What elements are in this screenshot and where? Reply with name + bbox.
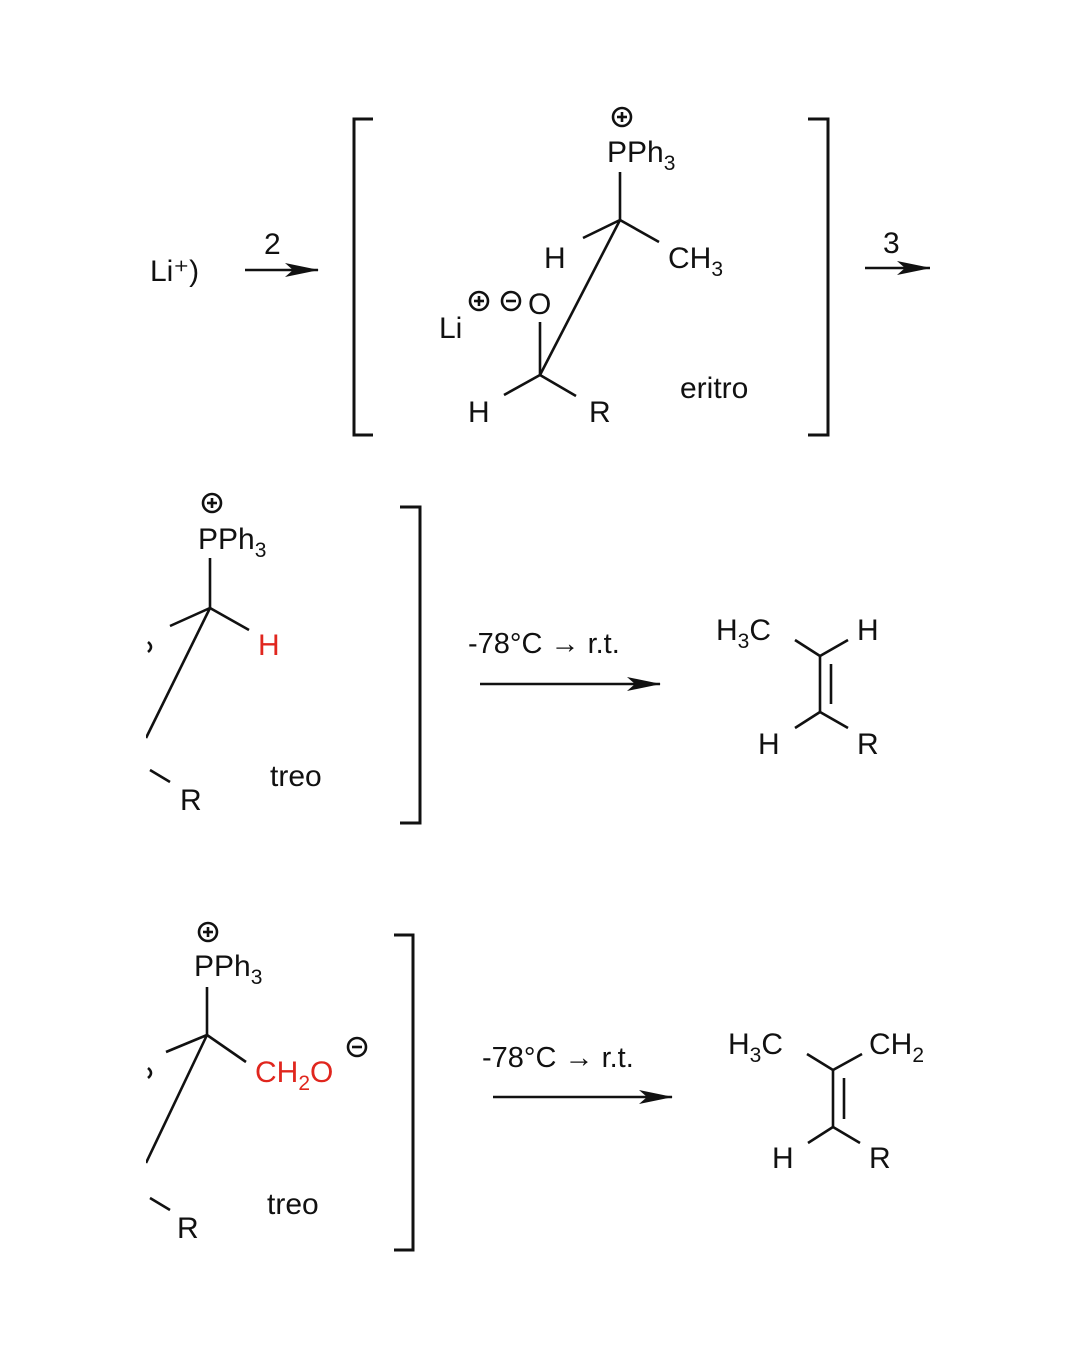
ch2o-label-highlighted: CH2O xyxy=(255,1056,333,1095)
product-alkene: H3C CH2 H R xyxy=(728,1028,924,1175)
reaction-condition: -78°C → r.t. xyxy=(482,1042,634,1074)
middle-panel: PPh3 H R treo -78°C → r.t. H3C H H R xyxy=(146,492,879,825)
pph3-label: PPh3 xyxy=(194,950,262,989)
step-label: 2 xyxy=(264,228,281,261)
hydrogen-label: H xyxy=(544,242,566,275)
r-group-label: R xyxy=(589,396,611,429)
lithium-label: Li xyxy=(439,312,462,345)
r-group-label: R xyxy=(180,784,202,817)
ch3-label: CH3 xyxy=(668,242,723,281)
negative-charge-icon xyxy=(346,1036,368,1058)
bracket-left xyxy=(352,117,373,437)
bracket-right xyxy=(400,505,422,825)
positive-charge-icon xyxy=(611,106,633,128)
r-group-label: R xyxy=(857,728,879,761)
h3c-label: H3C xyxy=(716,614,771,653)
stereo-label-threo: treo xyxy=(267,1188,319,1221)
truncated-label xyxy=(147,1067,153,1079)
r-group-label: R xyxy=(869,1142,891,1175)
r-group-label: R xyxy=(177,1212,199,1245)
hydrogen-label-highlighted: H xyxy=(258,629,280,662)
hydrogen-label: H xyxy=(758,728,780,761)
oxygen-label: O xyxy=(528,288,551,321)
step-label: 3 xyxy=(883,227,900,260)
stereo-label-threo: treo xyxy=(270,760,322,793)
hydrogen-label: H xyxy=(772,1142,794,1175)
truncated-label xyxy=(147,641,153,653)
h3c-label: H3C xyxy=(728,1028,783,1067)
product-alkene: H3C H H R xyxy=(716,614,879,761)
top-panel: Li⁺) 2 PPh3 H CH3 O Li H R xyxy=(150,106,930,437)
hydrogen-label: H xyxy=(857,614,879,647)
negative-charge-icon xyxy=(500,290,522,312)
bracket-right xyxy=(808,117,830,437)
erythro-betaine-intermediate: PPh3 H CH3 O Li H R eritro xyxy=(439,106,748,429)
ch2-label: CH2 xyxy=(869,1028,924,1067)
pph3-label: PPh3 xyxy=(198,523,266,562)
positive-charge-icon xyxy=(201,492,223,514)
reactant-fragment: Li⁺) xyxy=(150,255,199,288)
positive-charge-icon xyxy=(197,921,219,943)
reaction-arrow-step-3: 3 xyxy=(865,227,930,275)
reaction-condition: -78°C → r.t. xyxy=(468,628,620,660)
hydrogen-label: H xyxy=(468,396,490,429)
bottom-panel: PPh3 CH2O R treo -78°C → r.t. H3C CH2 H … xyxy=(146,921,924,1252)
reaction-arrow-step-2: 2 xyxy=(245,228,319,277)
bracket-right xyxy=(394,933,415,1252)
pph3-label: PPh3 xyxy=(607,136,675,175)
positive-charge-icon xyxy=(468,290,490,312)
stereo-label-erythro: eritro xyxy=(680,372,748,405)
